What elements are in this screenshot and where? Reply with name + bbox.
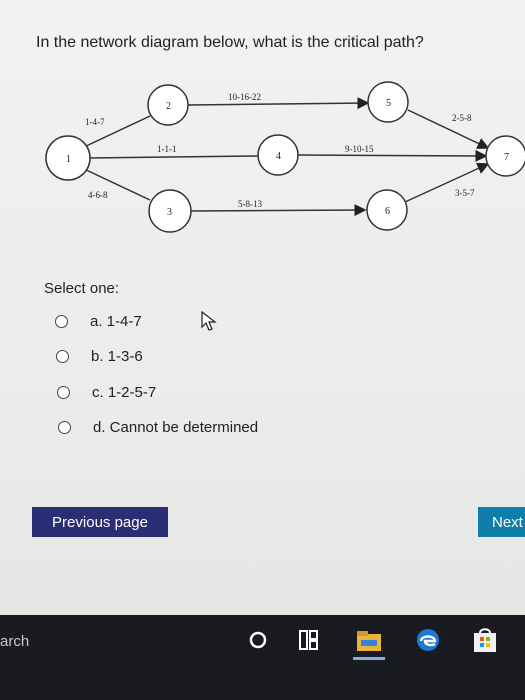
edge-6-7 [404,162,490,203]
node-7-label: 7 [504,152,509,163]
file-explorer-icon[interactable] [355,628,383,654]
edge-label-6-7: 3-5-7 [455,188,475,198]
node-3-label: 3 [167,207,172,218]
radio-button-a[interactable] [55,315,68,328]
option-a-label: a. 1-4-7 [90,313,142,330]
edge-label-1-2: 1-4-7 [85,117,105,127]
edge-label-4-7: 9-10-15 [345,144,374,154]
option-d-label: d. Cannot be determined [93,419,259,436]
option-a[interactable]: a. 1-4-7 [55,313,142,330]
node-1-circle [45,135,91,181]
node-5-label: 5 [386,98,391,109]
edge-5-7 [407,109,490,149]
option-d[interactable]: d. Cannot be determined [58,419,258,436]
edge-1-4 [89,155,259,159]
radio-button-d[interactable] [58,421,71,434]
node-3-circle [148,189,192,233]
radio-button-b[interactable] [56,350,69,363]
node-2-label: 2 [166,101,171,112]
node-6-circle [366,189,408,231]
next-page-button[interactable]: Next [478,507,525,537]
taskbar [0,615,525,700]
store-icon[interactable] [470,626,500,654]
radio-button-c[interactable] [57,386,70,399]
option-b[interactable]: b. 1-3-6 [56,348,143,365]
question-text: In the network diagram below, what is th… [36,34,424,51]
edge-1-3 [81,167,151,201]
option-b-label: b. 1-3-6 [91,348,143,365]
previous-page-button[interactable]: Previous page [32,507,168,537]
option-c[interactable]: c. 1-2-5-7 [57,384,156,401]
node-2-circle [147,84,189,126]
task-view-icon[interactable] [298,628,320,652]
node-4-circle [257,134,299,176]
node-6-label: 6 [385,206,390,217]
active-app-indicator [353,657,385,660]
edge-1-2 [81,115,151,149]
node-7-circle [485,135,525,177]
select-one-label: Select one: [44,280,120,297]
network-diagram: 1-4-7 1-1-1 4-6-8 10-16-22 5-8-13 9-10-1… [45,81,525,233]
node-1-label: 1 [66,154,71,165]
edge-label-1-3: 4-6-8 [88,190,108,200]
mouse-cursor-icon [201,310,217,331]
cortana-icon[interactable] [248,630,268,650]
edge-label-2-5: 10-16-22 [228,92,261,102]
edge-2-5 [187,97,370,110]
node-4-label: 4 [276,151,281,162]
edge-3-6 [189,204,367,217]
node-5-circle [367,81,409,123]
edge-label-3-6: 5-8-13 [238,199,262,209]
quiz-page: In the network diagram below, what is th… [0,0,525,615]
taskbar-search-box[interactable]: arch [0,633,30,650]
edge-label-5-7: 2-5-8 [452,113,472,123]
edge-label-1-4: 1-1-1 [157,144,177,154]
option-c-label: c. 1-2-5-7 [92,384,157,401]
edge-4-7 [297,149,488,162]
edge-icon[interactable] [414,626,442,654]
